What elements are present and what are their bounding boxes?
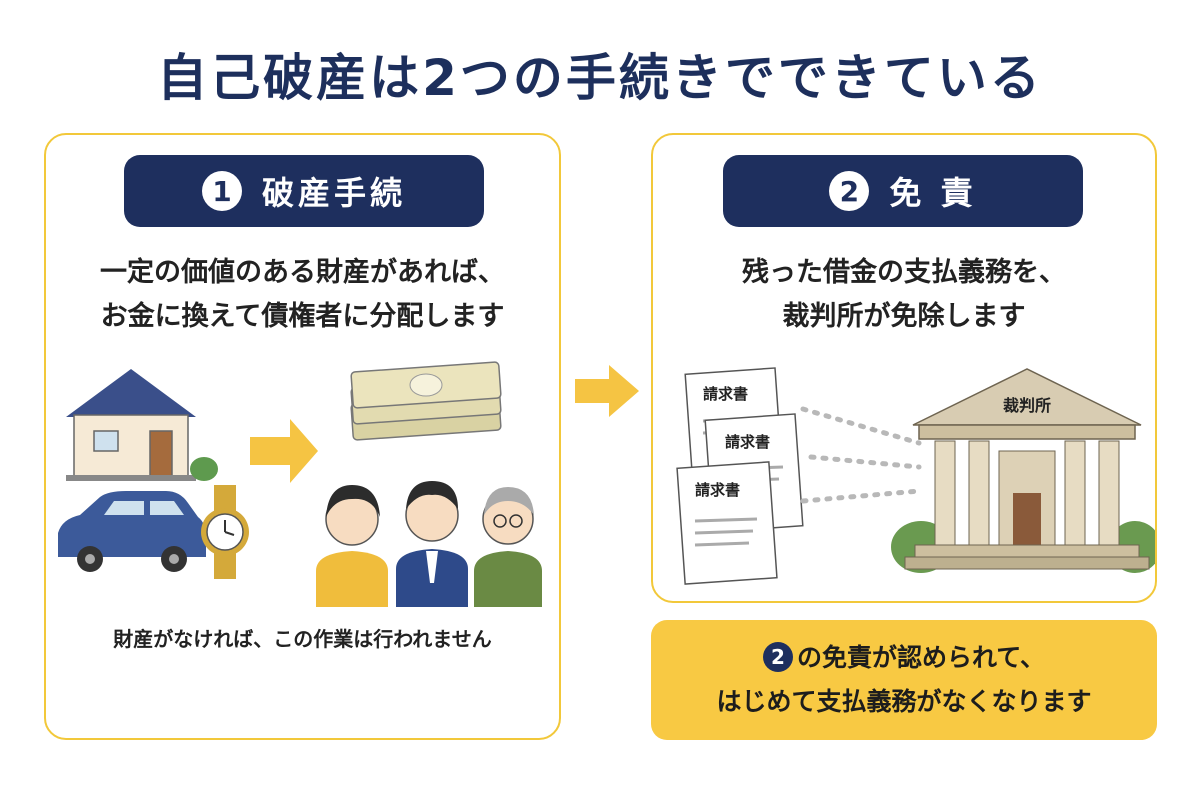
step2-number: 2: [829, 171, 870, 211]
step1-desc-line1: 一定の価値のある財産があれば、: [100, 257, 505, 288]
step2-desc-line2: 裁判所が免除します: [782, 301, 1026, 332]
step1-note: 財産がなければ、この作業は行われません: [113, 627, 492, 651]
invoice-label-1: 請求書: [703, 385, 748, 403]
step1-desc-line2: お金に換えて債権者に分配します: [100, 301, 505, 332]
discharge-illustration: 請求書 請求書 請求書 裁判所: [676, 367, 1155, 585]
assets-to-creditors-illustration: [58, 361, 542, 607]
court-building-icon: 裁判所: [891, 368, 1155, 573]
car-icon: [58, 491, 206, 572]
watch-icon: [201, 485, 249, 579]
invoice-label-3: 請求書: [695, 481, 740, 499]
result-line1: の免責が認められて、: [796, 643, 1045, 672]
step1-number: 1: [201, 171, 242, 211]
step1-description: 一定の価値のある財産があれば、 お金に換えて債権者に分配します: [46, 251, 559, 339]
bankruptcy-procedure-panel: 1 破産手続 一定の価値のある財産があれば、 お金に換えて債権者に分配します: [44, 133, 561, 740]
step1-label: 破産手続: [261, 174, 406, 212]
result-step-number: 2: [762, 642, 793, 672]
result-line2: はじめて支払義務がなくなります: [716, 687, 1092, 716]
step2-description: 残った借金の支払義務を、 裁判所が免除します: [653, 251, 1155, 339]
discharge-panel: 2 免 責 残った借金の支払義務を、 裁判所が免除します 請求書 請求書 請求書: [651, 133, 1157, 603]
invoice-document-icon: 請求書: [676, 461, 778, 585]
creditors-illustration: [316, 481, 542, 607]
page-title: 自己破産は2つの手続きでできている: [157, 49, 1043, 107]
erase-dots-decoration: [800, 406, 922, 504]
next-step-arrow-icon: [575, 365, 639, 417]
step1-badge: 1 破産手続: [124, 155, 484, 227]
court-label: 裁判所: [1003, 396, 1051, 415]
step2-desc-line1: 残った借金の支払義務を、: [742, 257, 1066, 288]
step2-badge: 2 免 責: [723, 155, 1083, 227]
convert-arrow-icon: [250, 419, 318, 483]
step2-label: 免 責: [889, 174, 977, 212]
invoice-label-2: 請求書: [725, 433, 770, 451]
money-stack-icon: [350, 361, 502, 441]
house-icon: [66, 369, 218, 481]
